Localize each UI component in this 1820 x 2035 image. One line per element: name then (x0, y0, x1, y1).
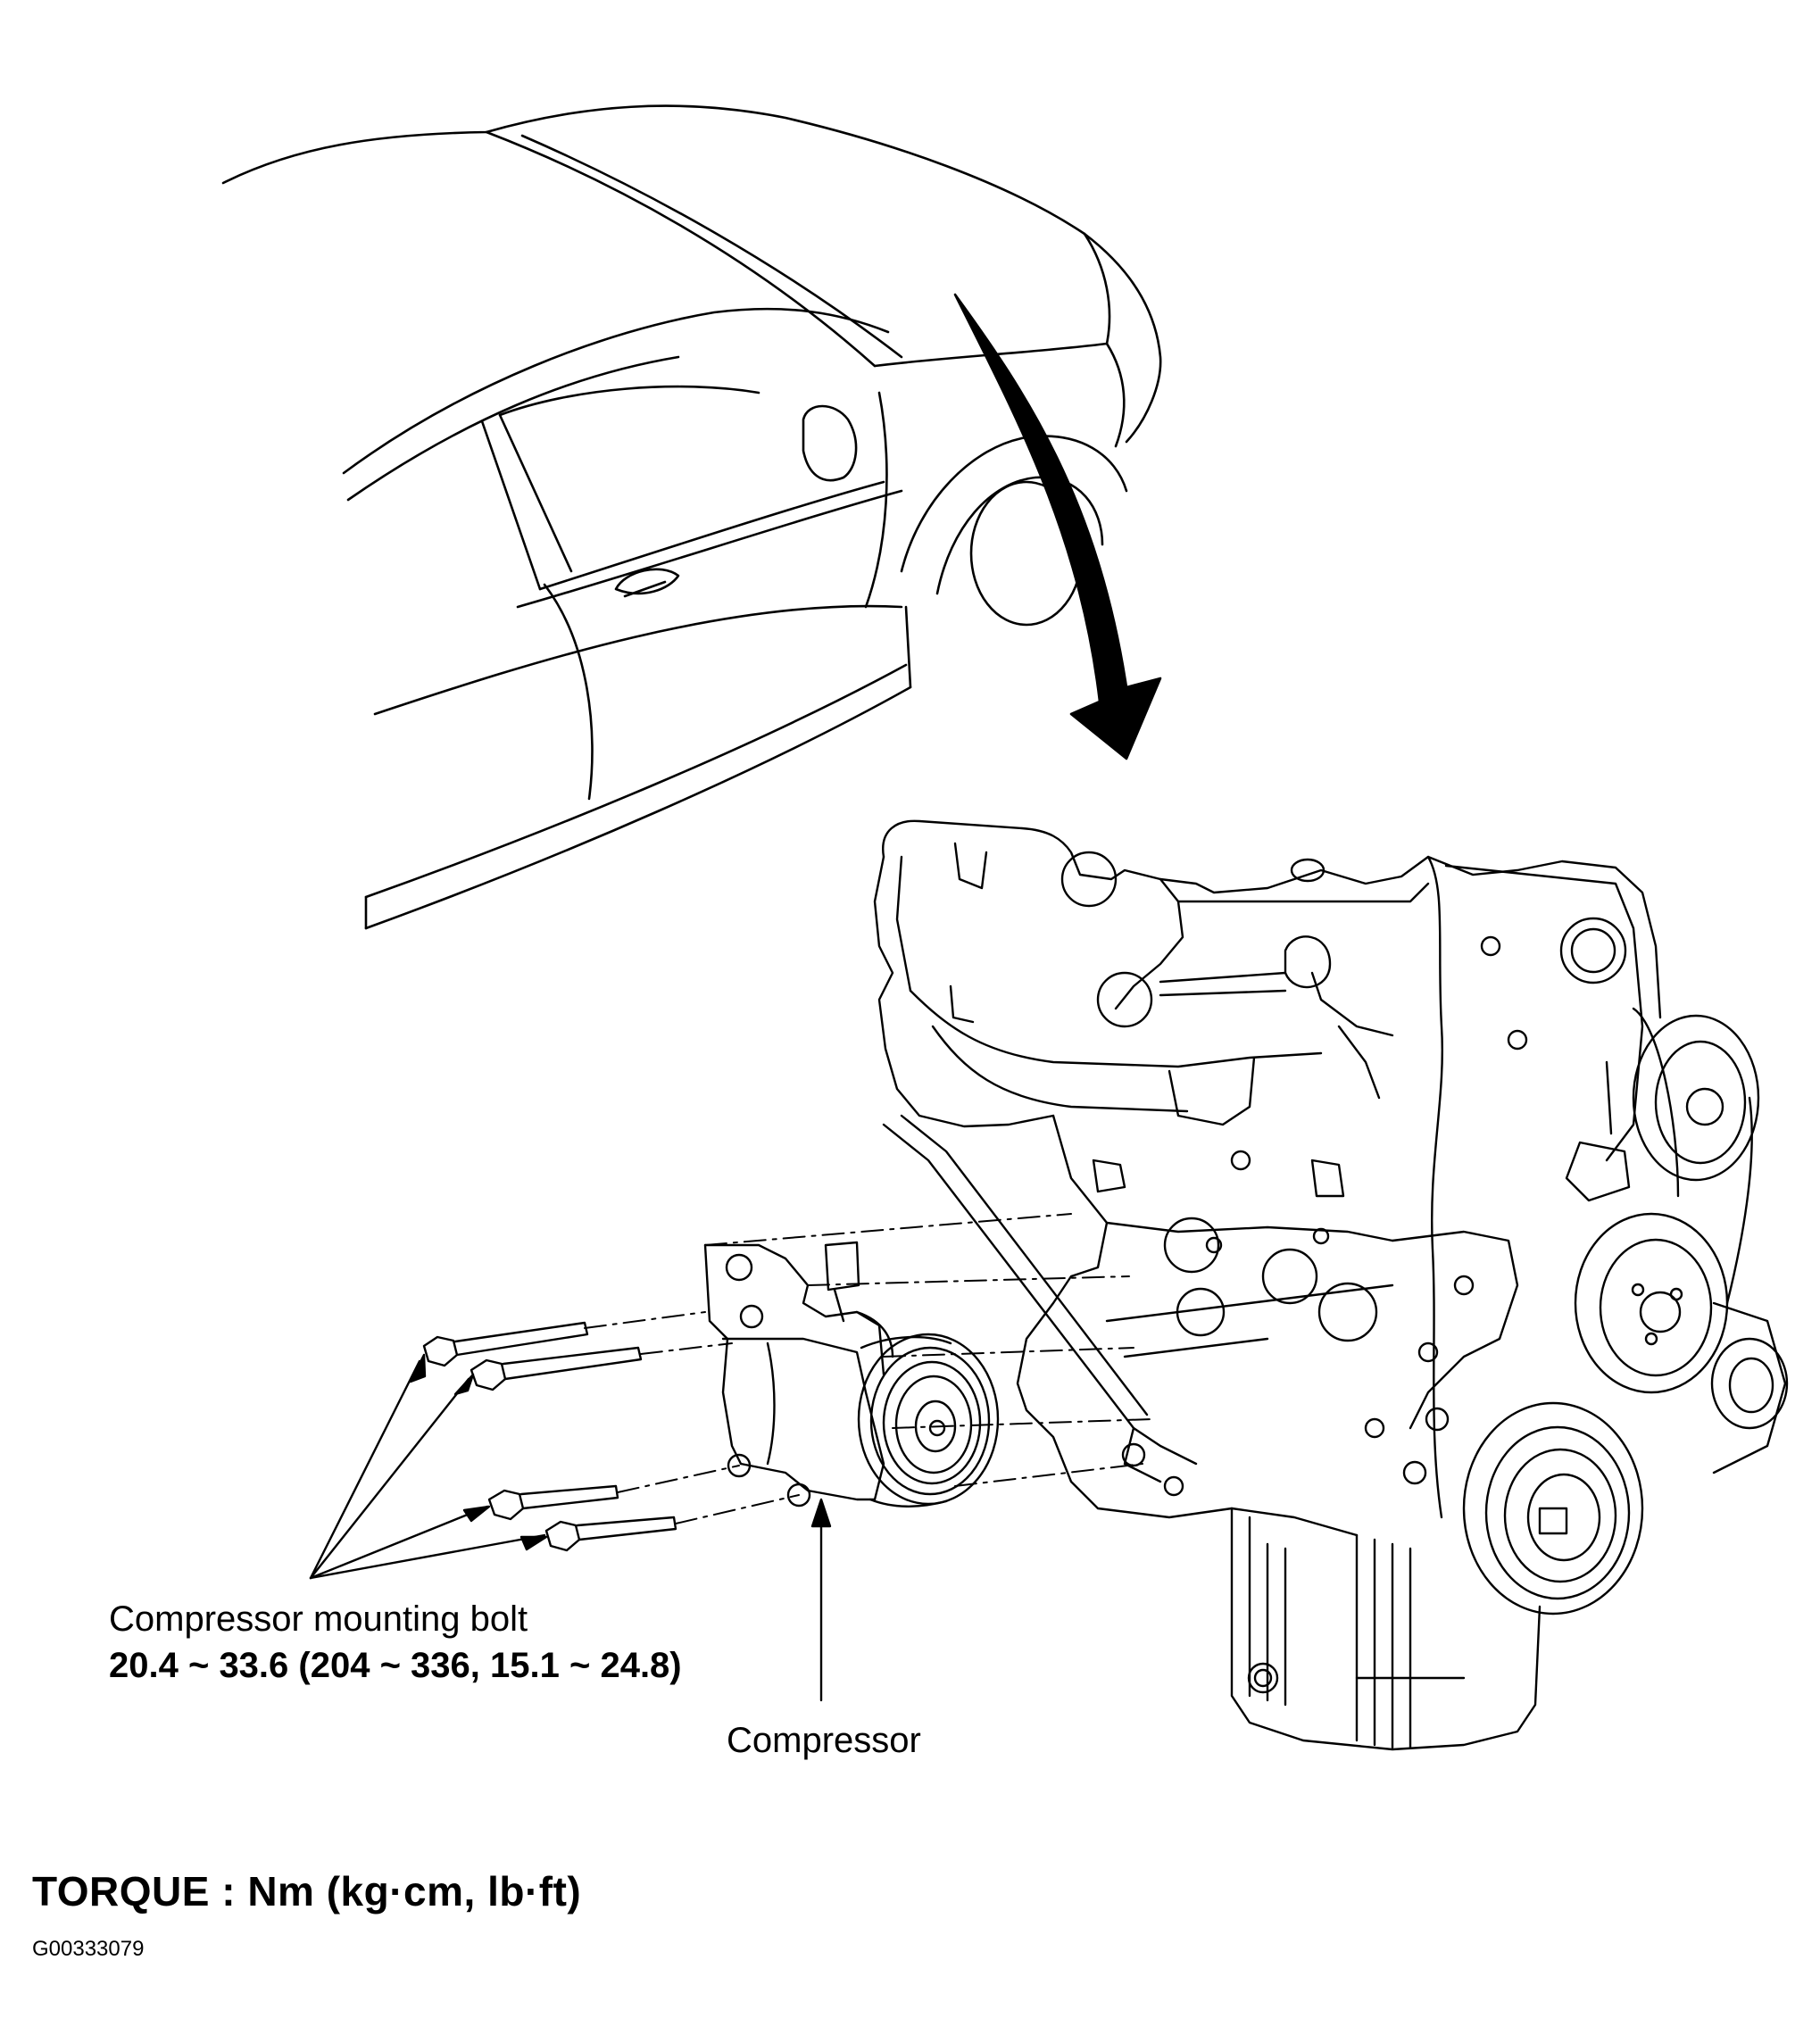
vehicle-outline (221, 104, 1162, 930)
figure-id: G00333079 (32, 1937, 145, 1961)
alignment-lines (584, 1213, 1152, 1524)
compressor-label: Compressor (727, 1721, 921, 1760)
location-arrow (953, 293, 1162, 760)
bolt-torque-value: 20.4 ~ 33.6 (204 ~ 336, 15.1 ~ 24.8) (109, 1646, 682, 1685)
bolt-2 (470, 1346, 643, 1391)
bolt-3 (487, 1484, 619, 1521)
bolt-1 (422, 1321, 589, 1367)
bolt-leader-arrows (309, 1353, 832, 1702)
bolt-label: Compressor mounting bolt (109, 1599, 528, 1639)
bolt-4 (544, 1516, 677, 1552)
engine-assembly (873, 819, 1789, 1751)
torque-units-note: TORQUE : Nm (kg·cm, lb·ft) (32, 1868, 582, 1915)
ac-compressor (703, 1241, 1000, 1508)
compressor-mounting-bolts (422, 1321, 677, 1552)
